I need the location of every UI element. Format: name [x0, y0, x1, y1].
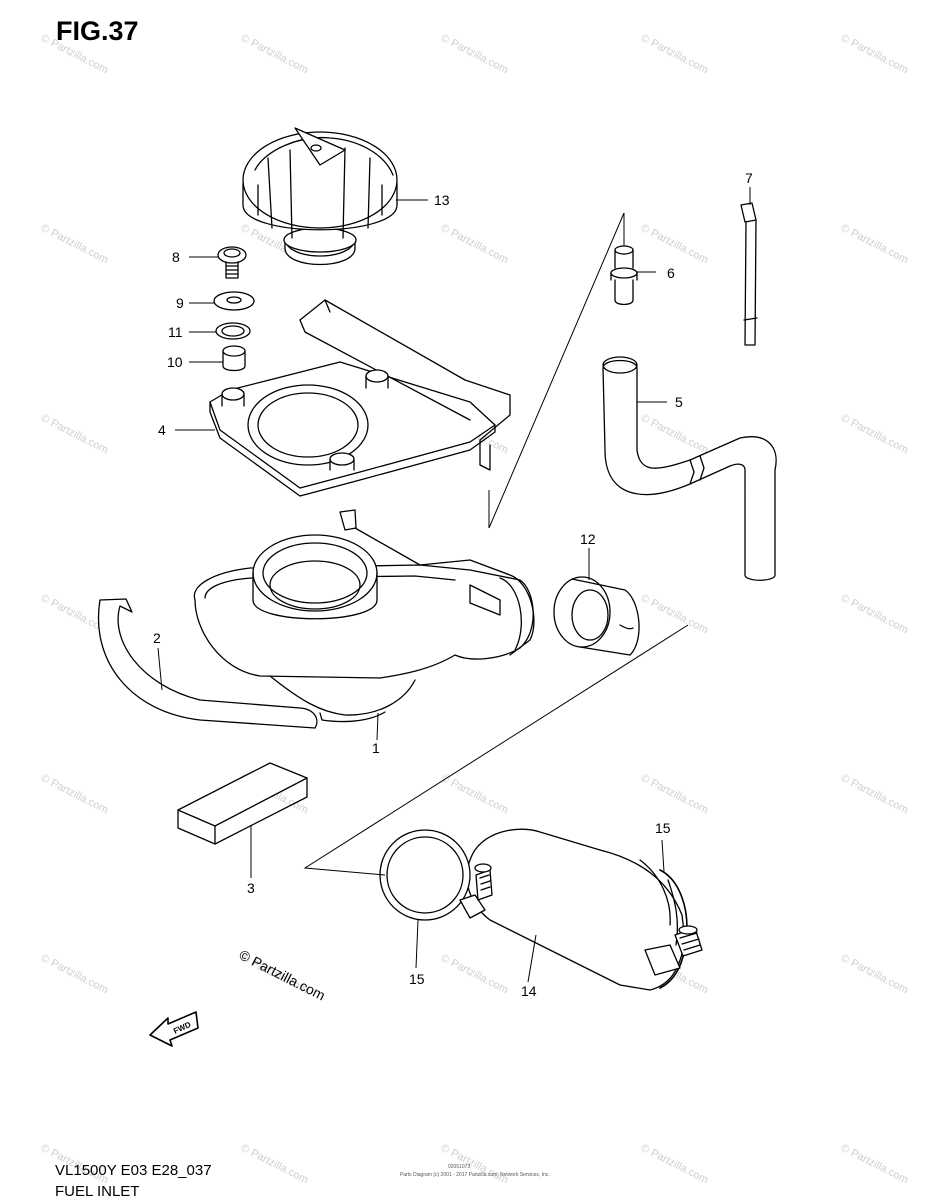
- callout-12: 12: [580, 531, 596, 547]
- callout-6: 6: [667, 265, 675, 281]
- pipe-joint-drawing: [553, 576, 640, 656]
- watermark-text: © Partzilla.com: [239, 32, 310, 76]
- bracket-plate-drawing: [209, 299, 511, 497]
- watermark-text: © Partzilla.com: [639, 32, 710, 76]
- hose-joint-drawing: [610, 245, 638, 306]
- hose-clamp-left-drawing: [379, 829, 493, 921]
- watermark-text: © Partzilla.com: [439, 772, 510, 816]
- figure-title: FIG.37: [56, 16, 139, 46]
- watermark-text: © Partzilla.com: [839, 772, 910, 816]
- partzilla-signature: © Partzilla.com: [237, 946, 328, 1003]
- breather-hose-drawing: [602, 356, 777, 581]
- callout-10: 10: [167, 354, 183, 370]
- fuel-inlet-body-drawing: [193, 509, 535, 723]
- callout-9: 9: [176, 295, 184, 311]
- callout-3: 3: [247, 880, 255, 896]
- fwd-arrow: [149, 1011, 199, 1047]
- watermark-text: © Partzilla.com: [639, 592, 710, 636]
- watermark-text: © Partzilla.com: [439, 222, 510, 266]
- watermark-text: © Partzilla.com: [839, 412, 910, 456]
- bolt-drawing: [217, 246, 247, 279]
- model-code: VL1500Y E03 E28_037: [55, 1162, 212, 1179]
- callout-4: 4: [158, 422, 166, 438]
- callout-13: 13: [434, 192, 450, 208]
- watermark-text: © Partzilla.com: [839, 1142, 910, 1186]
- callout-8: 8: [172, 249, 180, 265]
- copyright-line: Parts Diagram (c) 2001 - 2017 Partzilla.…: [400, 1172, 550, 1178]
- watermark-text: © Partzilla.com: [639, 772, 710, 816]
- callout-14: 14: [521, 983, 537, 999]
- callout-7: 7: [745, 170, 753, 186]
- watermark-text: © Partzilla.com: [39, 32, 110, 76]
- cushion-block-drawing: [177, 762, 308, 845]
- grommet-drawing: [215, 322, 251, 340]
- leader-lines: [157, 187, 751, 983]
- cushion-strip-drawing: [97, 598, 318, 729]
- watermark-text: © Partzilla.com: [839, 592, 910, 636]
- callout-15b: 15: [655, 820, 671, 836]
- watermark-text: © Partzilla.com: [639, 222, 710, 266]
- callout-15a: 15: [409, 971, 425, 987]
- callout-5: 5: [675, 394, 683, 410]
- watermark-text: © Partzilla.com: [839, 32, 910, 76]
- callout-11: 11: [168, 324, 183, 340]
- watermark-text: © Partzilla.com: [39, 412, 110, 456]
- callout-1: 1: [372, 740, 380, 756]
- copyright-code: 02051073: [448, 1164, 471, 1170]
- watermark-text: © Partzilla.com: [839, 952, 910, 996]
- watermark-text: © Partzilla.com: [39, 952, 110, 996]
- watermark-text: © Partzilla.com: [39, 772, 110, 816]
- inlet-hose-drawing: [466, 828, 686, 991]
- figure-caption: FUEL INLET: [55, 1183, 140, 1200]
- washer-drawing: [213, 291, 255, 311]
- watermark-text: © Partzilla.com: [839, 222, 910, 266]
- hose-clamp-right-drawing: [644, 869, 703, 989]
- cable-clamp-drawing: [740, 202, 758, 346]
- callout-2: 2: [153, 630, 161, 646]
- watermark-text: © Partzilla.com: [639, 1142, 710, 1186]
- watermark-text: © Partzilla.com: [39, 222, 110, 266]
- watermark-text: © Partzilla.com: [439, 952, 510, 996]
- watermark-text: © Partzilla.com: [639, 412, 710, 456]
- spacer-drawing: [222, 345, 246, 372]
- fuel-cap-drawing: [242, 127, 398, 266]
- watermark-text: © Partzilla.com: [239, 1142, 310, 1186]
- watermark-text: © Partzilla.com: [439, 32, 510, 76]
